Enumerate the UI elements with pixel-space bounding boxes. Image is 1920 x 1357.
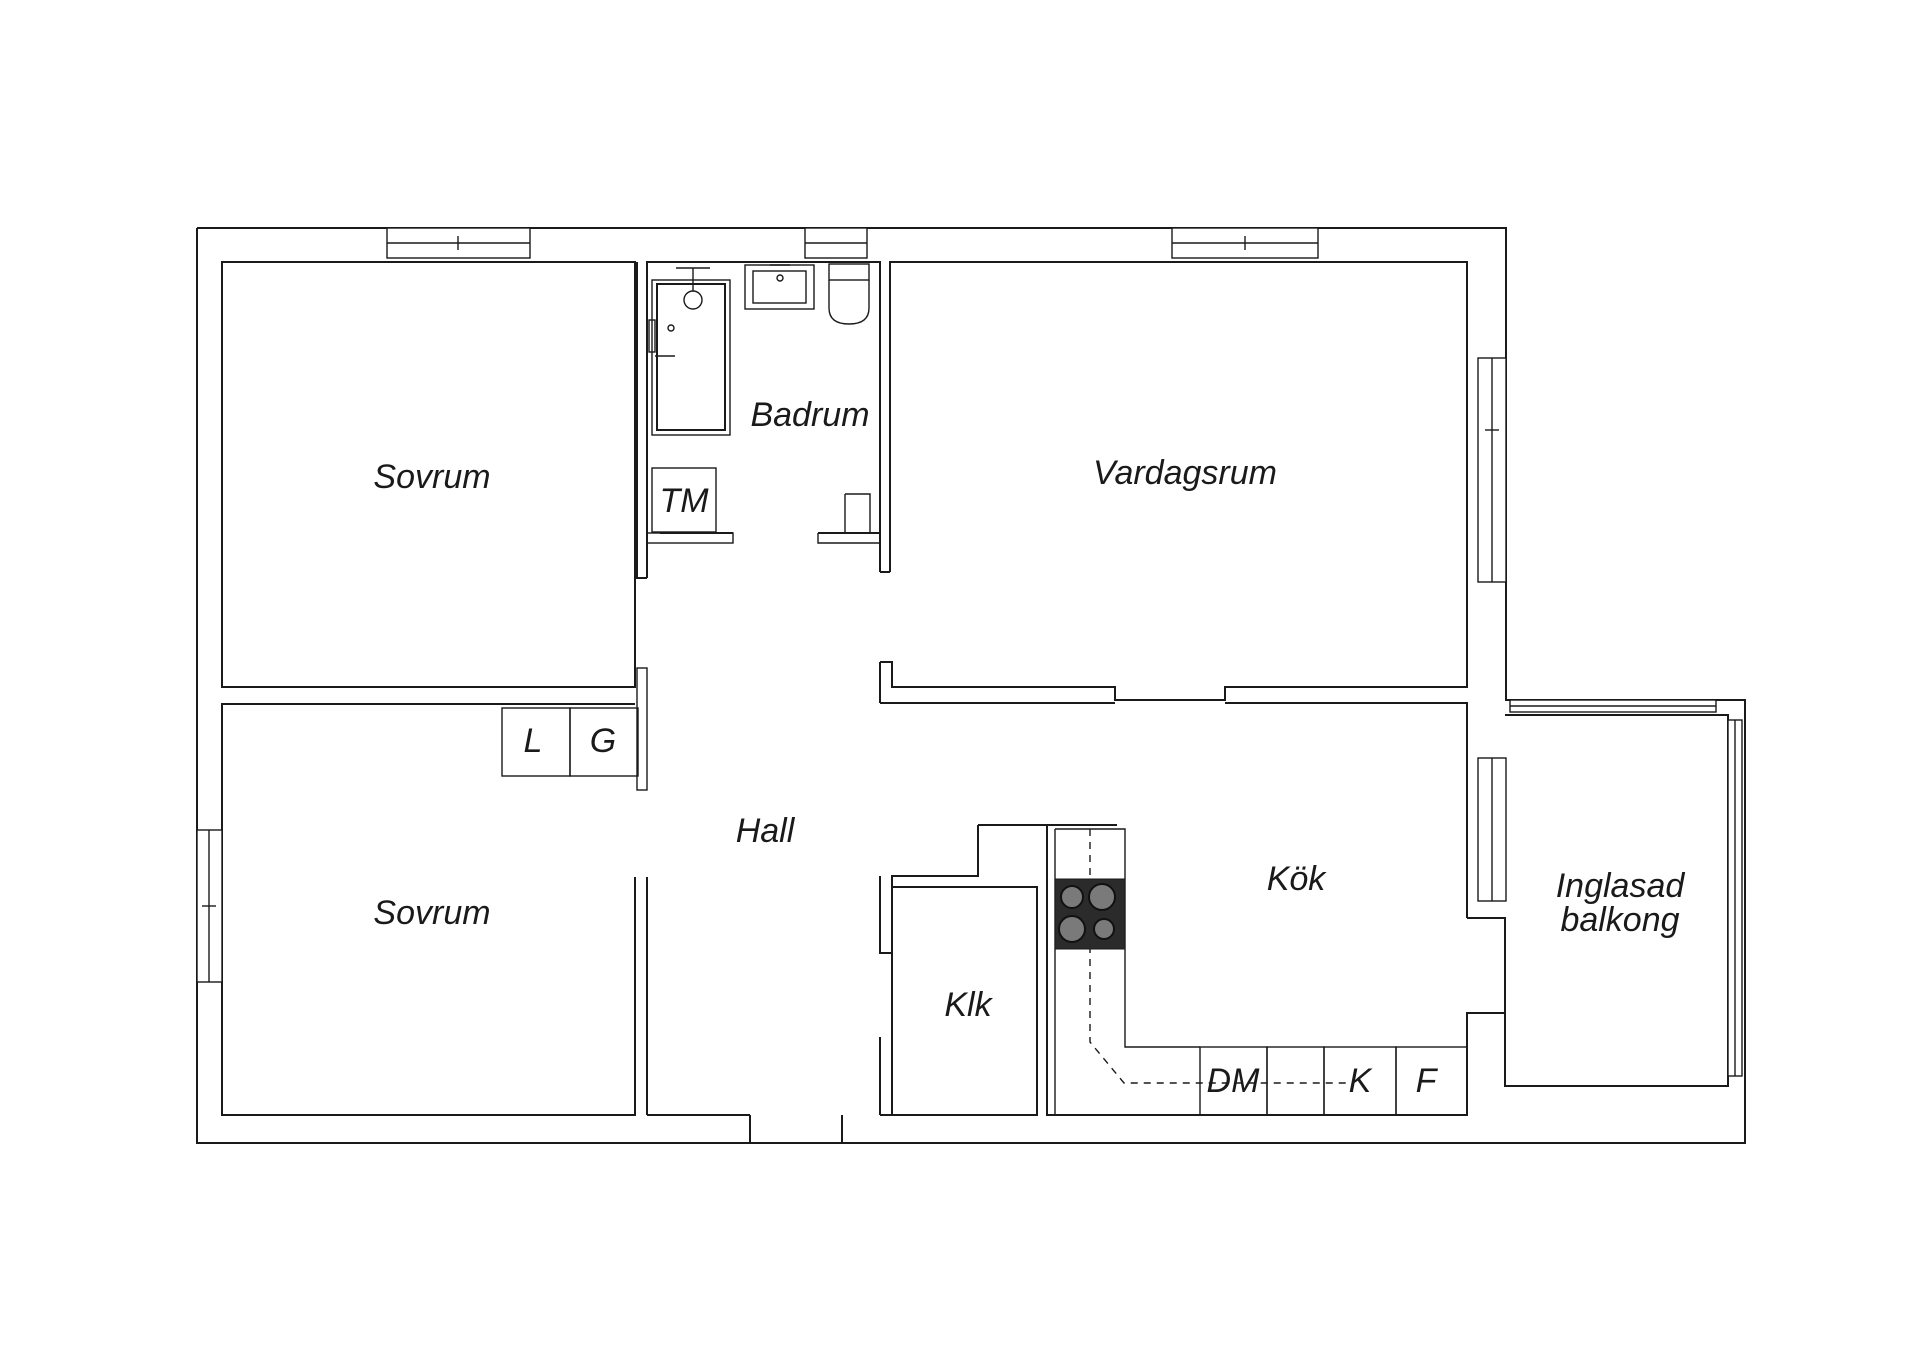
fixture-label-washing-machine: TM	[659, 482, 709, 520]
room-label-bedroom-bottom: Sovrum	[373, 894, 490, 932]
fixture-label-freezer: F	[1416, 1062, 1439, 1100]
kitchen-counter	[1054, 828, 1468, 1116]
fixture-label-linen-closet: L	[524, 722, 543, 760]
windows	[196, 227, 1743, 1077]
room-label-balcony-line1: Inglasad	[1556, 867, 1686, 905]
room-label-living-room: Vardagsrum	[1093, 454, 1277, 492]
room-label-kitchen: Kök	[1267, 860, 1328, 898]
washing-machine	[651, 467, 717, 533]
fixture-label-dishwasher: DM	[1207, 1062, 1261, 1100]
room-label-balcony-line2: balkong	[1560, 901, 1679, 939]
fixture-label-fridge: K	[1349, 1062, 1373, 1100]
stove	[1054, 878, 1126, 950]
room-label-bedroom-top: Sovrum	[373, 458, 490, 496]
storage-closets	[501, 707, 639, 777]
room-label-closet: Klk	[944, 986, 993, 1024]
bathtub	[648, 261, 731, 436]
interior-walls	[221, 261, 1729, 1143]
exterior-walls	[196, 227, 1746, 1144]
room-label-bathroom: Badrum	[750, 396, 869, 434]
toilet	[828, 263, 870, 325]
room-label-hall: Hall	[736, 812, 796, 850]
fixture-label-wardrobe: G	[590, 722, 616, 760]
sink	[744, 264, 815, 310]
